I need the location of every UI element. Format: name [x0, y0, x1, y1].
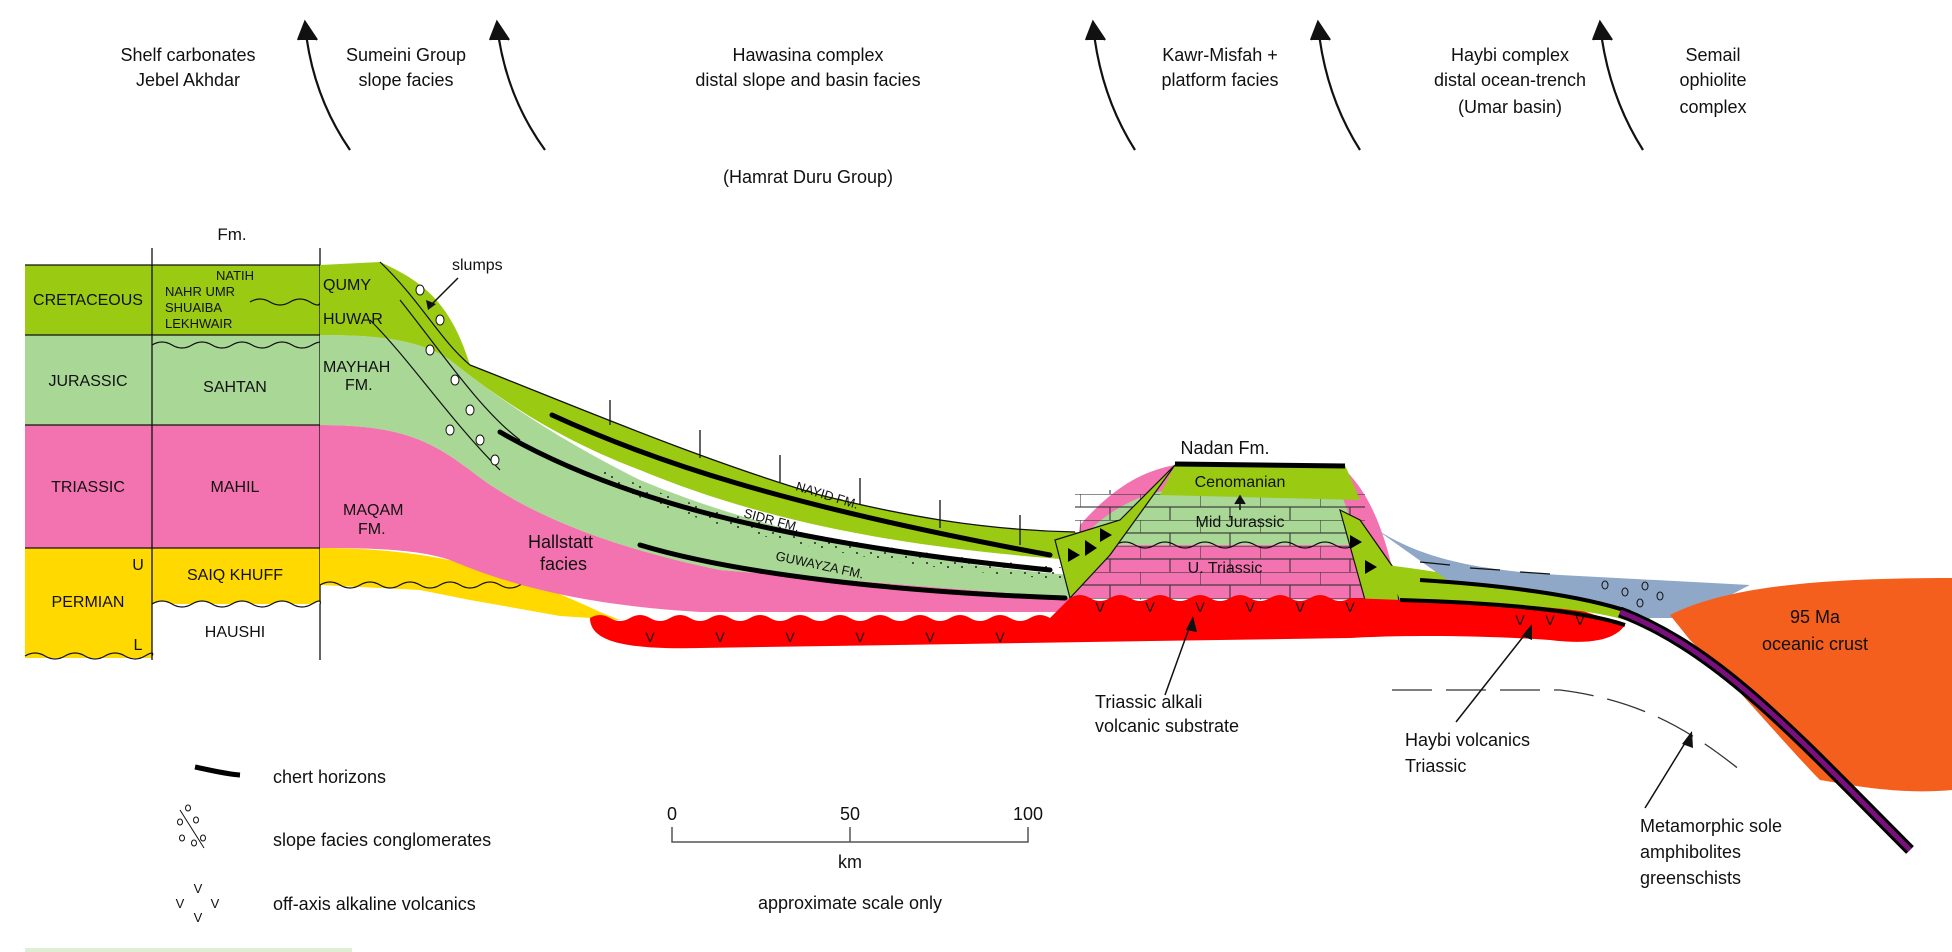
annotation-meta-3: greenschists: [1640, 868, 1741, 888]
label-qumy: QUMY: [323, 277, 371, 294]
svg-text:V: V: [1295, 599, 1305, 615]
period-permian: PERMIAN: [52, 594, 125, 611]
svg-text:V: V: [1545, 612, 1555, 628]
header-semail-line3: complex: [1679, 97, 1746, 117]
header-hawasina-line1: Hawasina complex: [732, 45, 883, 65]
svg-text:V: V: [211, 896, 220, 911]
svg-text:V: V: [925, 629, 935, 645]
svg-text:V: V: [194, 881, 203, 896]
header-semail-line1: Semail: [1685, 45, 1740, 65]
header-sumeini-line2: slope facies: [358, 70, 453, 90]
annotation-meta-2: amphibolites: [1640, 842, 1741, 862]
fm-natih: NATIH: [216, 268, 254, 283]
annotation-triassic-alkali-2: volcanic substrate: [1095, 716, 1239, 736]
legend-conglomerate-label: slope facies conglomerates: [273, 830, 491, 850]
fm-sahtan: SAHTAN: [203, 379, 267, 396]
fm-saiq-khuff: SAIQ KHUFF: [187, 567, 283, 584]
annotation-haybi-volc-2: Triassic: [1405, 756, 1466, 776]
scale-tick-0: 0: [667, 804, 677, 824]
svg-text:V: V: [1095, 599, 1105, 615]
svg-text:V: V: [1515, 612, 1525, 628]
fm-shuaiba: SHUAIBA: [165, 300, 222, 315]
period-triassic: TRIASSIC: [51, 479, 125, 496]
svg-text:V: V: [1145, 599, 1155, 615]
header-shelf-line1: Shelf carbonates: [120, 45, 255, 65]
svg-text:V: V: [176, 896, 185, 911]
header-sumeini-line1: Sumeini Group: [346, 45, 466, 65]
header-kawr-line1: Kawr-Misfah +: [1162, 45, 1278, 65]
period-jurassic: JURASSIC: [48, 373, 127, 390]
label-nadan: Nadan Fm.: [1180, 438, 1269, 458]
svg-text:V: V: [1345, 599, 1355, 615]
scale-tick-100: 100: [1013, 804, 1043, 824]
header-hawasina-line2: distal slope and basin facies: [695, 70, 920, 90]
header-facies-labels: Shelf carbonates Jebel Akhdar Sumeini Gr…: [120, 45, 1746, 187]
legend-chert-label: chert horizons: [273, 767, 386, 787]
conglomerate-icon: [177, 804, 206, 849]
scale-tick-50: 50: [840, 804, 860, 824]
header-semail-line2: ophiolite: [1679, 70, 1746, 90]
label-oceanic-crust: oceanic crust: [1762, 634, 1868, 654]
permian-lower-label: L: [134, 637, 143, 654]
fm-mahil: MAHIL: [211, 479, 260, 496]
fm-column-header: Fm.: [217, 225, 246, 244]
label-mayhah-1: MAYHAH: [323, 359, 390, 376]
stratigraphic-column: Fm. CRETACEOUS JURASSIC TRIASSIC PERMIAN…: [24, 225, 329, 660]
label-hallstatt-2: facies: [540, 554, 587, 574]
label-hallstatt-1: Hallstatt: [528, 532, 593, 552]
svg-text:V: V: [995, 629, 1005, 645]
annotation-triassic-alkali-1: Triassic alkali: [1095, 692, 1202, 712]
scale-note: approximate scale only: [758, 893, 942, 913]
chert-horizon-icon: [194, 764, 241, 778]
label-maqam-1: MAQAM: [343, 502, 403, 519]
svg-text:V: V: [645, 629, 655, 645]
label-95ma: 95 Ma: [1790, 607, 1841, 627]
svg-text:V: V: [1245, 599, 1255, 615]
label-mayhah-2: FM.: [345, 377, 373, 394]
fm-haushi: HAUSHI: [205, 624, 265, 641]
svg-text:V: V: [785, 629, 795, 645]
header-haybi-line3: (Umar basin): [1458, 97, 1562, 117]
fm-lekhwair: LEKHWAIR: [165, 316, 232, 331]
header-arrows: [296, 19, 1644, 151]
label-maqam-2: FM.: [358, 521, 386, 538]
legend: chert horizons slope facies conglomerate…: [176, 764, 491, 925]
header-haybi-line2: distal ocean-trench: [1434, 70, 1586, 90]
svg-text:V: V: [194, 910, 203, 925]
hamrat-duru-label: (Hamrat Duru Group): [723, 167, 893, 187]
legend-volcanics-label: off-axis alkaline volcanics: [273, 894, 476, 914]
annotation-meta-1: Metamorphic sole: [1640, 816, 1782, 836]
header-haybi-line1: Haybi complex: [1451, 45, 1569, 65]
annotation-haybi-volc-1: Haybi volcanics: [1405, 730, 1530, 750]
label-huwar: HUWAR: [323, 311, 383, 328]
label-slumps: slumps: [452, 257, 503, 274]
label-u-triassic: U. Triassic: [1188, 560, 1263, 577]
annotations: Triassic alkali volcanic substrate Haybi…: [1095, 616, 1782, 888]
header-kawr-line2: platform facies: [1161, 70, 1278, 90]
scale-bar: 0 50 100 km approximate scale only: [667, 804, 1043, 913]
bottom-edge-strip: [25, 948, 352, 952]
label-cenomanian: Cenomanian: [1195, 474, 1286, 491]
scale-unit: km: [838, 852, 862, 872]
svg-text:V: V: [1575, 612, 1585, 628]
cross-section-units: V V V V V V V V V V V V V V V: [319, 261, 1952, 854]
period-cretaceous: CRETACEOUS: [33, 292, 143, 309]
svg-text:V: V: [1195, 599, 1205, 615]
permian-upper-label: U: [132, 557, 144, 574]
svg-text:V: V: [715, 629, 725, 645]
header-shelf-line2: Jebel Akhdar: [136, 70, 240, 90]
label-mid-jurassic: Mid Jurassic: [1196, 514, 1285, 531]
fm-nahr-umr: NAHR UMR: [165, 284, 235, 299]
svg-text:V: V: [855, 629, 865, 645]
